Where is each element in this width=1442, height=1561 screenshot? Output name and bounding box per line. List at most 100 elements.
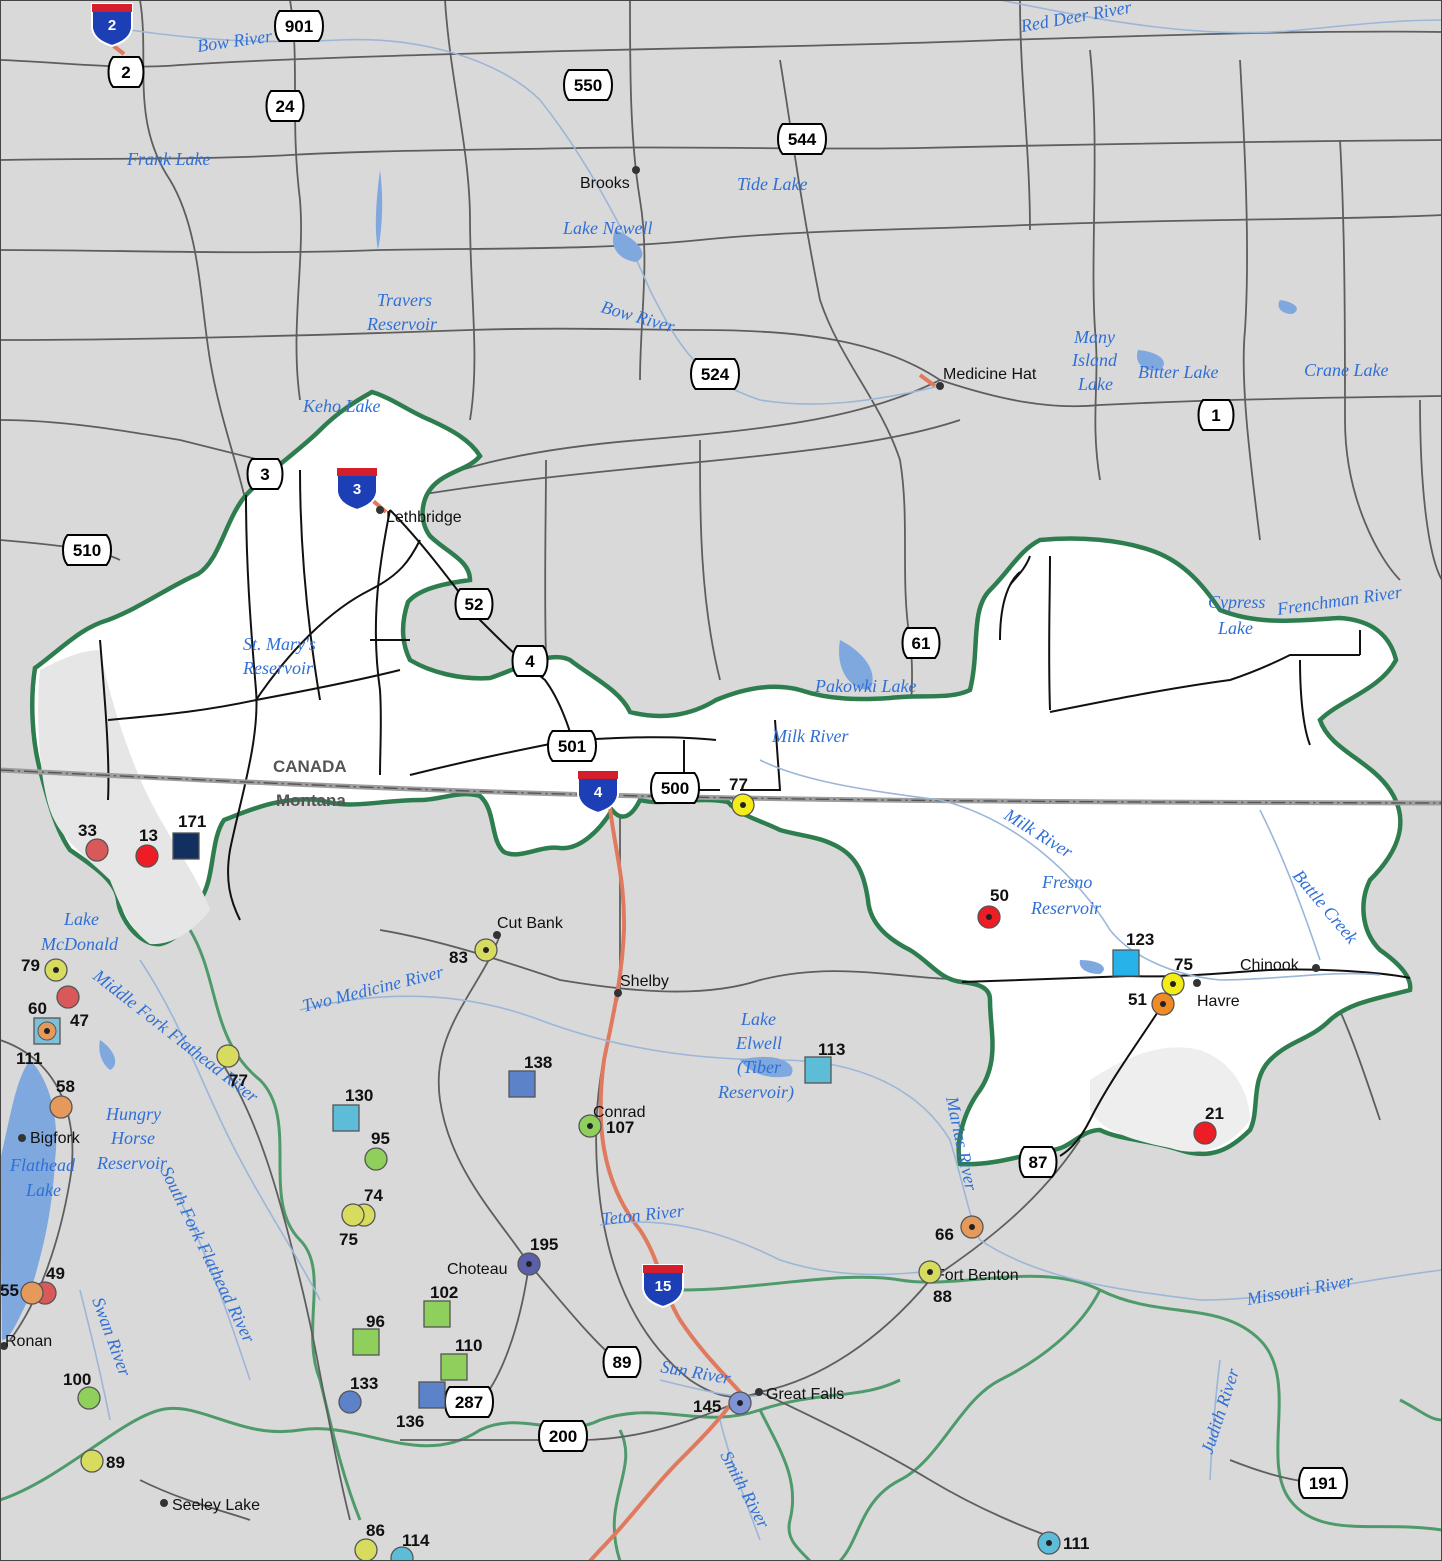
site-number: 55: [0, 1281, 19, 1300]
monitoring-site[interactable]: 21: [1193, 1104, 1224, 1145]
highway-shield[interactable]: 500: [650, 772, 700, 804]
site-number: 136: [396, 1412, 424, 1431]
water-label: McDonald: [40, 934, 119, 954]
monitoring-site[interactable]: 171: [172, 812, 206, 860]
monitoring-site[interactable]: 77: [729, 775, 755, 817]
highway-number: 87: [1029, 1153, 1048, 1172]
monitoring-site[interactable]: 47: [56, 985, 89, 1030]
interstate-shield[interactable]: 15: [642, 1264, 684, 1309]
monitoring-site[interactable]: 50: [977, 886, 1009, 929]
monitoring-site[interactable]: 123: [1112, 930, 1154, 977]
interstate-shield[interactable]: 2: [91, 3, 133, 48]
monitoring-site[interactable]: 66: [935, 1215, 984, 1244]
monitoring-site[interactable]: 55: [0, 1281, 44, 1305]
water-label: Flathead: [9, 1155, 76, 1175]
highway-shield[interactable]: 4: [511, 645, 549, 677]
site-square-marker: [508, 1070, 536, 1098]
monitoring-site[interactable]: 58: [49, 1077, 75, 1119]
monitoring-site[interactable]: 60: [28, 999, 61, 1045]
site-number: 86: [366, 1521, 385, 1540]
city-label[interactable]: Havre: [1197, 993, 1240, 1010]
highway-shield[interactable]: 524: [690, 358, 740, 390]
monitoring-site[interactable]: 83: [449, 938, 498, 967]
monitoring-site[interactable]: 89: [80, 1449, 125, 1473]
highway-shield[interactable]: 3: [246, 458, 284, 490]
interstate-shield[interactable]: 3: [336, 467, 378, 512]
monitoring-site[interactable]: 86: [354, 1521, 385, 1561]
highway-shield[interactable]: 550: [563, 69, 613, 101]
monitoring-site[interactable]: 136: [396, 1381, 446, 1431]
monitoring-site[interactable]: 75: [339, 1203, 365, 1249]
highway-shield[interactable]: 2: [107, 56, 145, 88]
highway-shield[interactable]: 52: [454, 588, 494, 620]
monitoring-site[interactable]: 133: [338, 1374, 378, 1414]
highway-shield[interactable]: 200: [538, 1420, 588, 1452]
interstate-shield[interactable]: 4: [577, 770, 619, 815]
monitoring-site[interactable]: 79: [21, 956, 68, 982]
city-label[interactable]: Cut Bank: [497, 915, 564, 932]
interstate-shield-body: [577, 770, 619, 815]
highway-shield[interactable]: 191: [1298, 1467, 1348, 1499]
monitoring-site[interactable]: 110: [440, 1336, 482, 1381]
highway-shield[interactable]: 24: [265, 90, 305, 122]
monitoring-site[interactable]: 111: [1037, 1531, 1090, 1555]
highway-shield[interactable]: 1: [1197, 399, 1235, 431]
monitoring-site[interactable]: 96: [352, 1312, 385, 1356]
highway-shield-body: [602, 1346, 642, 1378]
site-number: 100: [63, 1370, 91, 1389]
monitoring-site[interactable]: 113: [804, 1040, 845, 1084]
highway-number: 544: [788, 130, 817, 149]
interstate-shield-band: [337, 468, 377, 476]
monitoring-site[interactable]: 107: [578, 1114, 634, 1138]
city-label[interactable]: Seeley Lake: [172, 1497, 260, 1514]
monitoring-site[interactable]: 95: [364, 1129, 390, 1171]
city-label[interactable]: Fort Benton: [935, 1267, 1019, 1284]
monitoring-site[interactable]: 145: [693, 1391, 752, 1416]
highway-shield[interactable]: 510: [62, 534, 112, 566]
highway-shield[interactable]: 89: [602, 1346, 642, 1378]
interstate-shield-band: [92, 4, 132, 12]
monitoring-site[interactable]: 114: [390, 1531, 430, 1561]
city-label[interactable]: Ronan: [5, 1333, 52, 1350]
monitoring-site[interactable]: 102: [423, 1283, 458, 1328]
water-label: Pakowki Lake: [814, 676, 916, 696]
city-label[interactable]: Brooks: [580, 175, 630, 192]
monitoring-site[interactable]: 13: [135, 826, 159, 868]
highway-shield[interactable]: 87: [1018, 1146, 1058, 1178]
monitoring-site[interactable]: 75: [1161, 955, 1193, 996]
monitoring-site[interactable]: 100: [63, 1370, 101, 1410]
monitoring-site[interactable]: 77: [216, 1044, 248, 1090]
city-label[interactable]: Bigfork: [30, 1130, 81, 1147]
site-number: 130: [345, 1086, 373, 1105]
highway-shield[interactable]: 901: [274, 10, 324, 42]
city-dot: [0, 1342, 8, 1350]
highway-shield[interactable]: 61: [901, 627, 941, 659]
monitoring-site[interactable]: 33: [78, 821, 109, 862]
monitoring-site[interactable]: 51: [1128, 990, 1175, 1016]
city-label[interactable]: Conrad: [593, 1104, 645, 1121]
highway-shield[interactable]: 287: [444, 1386, 494, 1418]
city-label[interactable]: Chinook: [1240, 957, 1300, 974]
highway-shield[interactable]: 501: [547, 730, 597, 762]
water-label: Island: [1071, 350, 1118, 370]
monitoring-site[interactable]: 130: [332, 1086, 373, 1132]
highway-shield-body: [901, 627, 941, 659]
city-label[interactable]: Great Falls: [766, 1386, 844, 1403]
highway-shield[interactable]: 544: [777, 123, 827, 155]
monitoring-site[interactable]: 111: [16, 1049, 43, 1068]
site-circle-marker: [338, 1390, 362, 1414]
city-label[interactable]: Lethbridge: [386, 509, 462, 526]
site-number: 110: [455, 1336, 482, 1355]
monitoring-site[interactable]: 138: [508, 1053, 552, 1098]
highway-shield-body: [538, 1420, 588, 1452]
monitoring-site[interactable]: 195: [517, 1235, 558, 1276]
city-label[interactable]: Choteau: [447, 1261, 508, 1278]
site-number: 171: [178, 812, 206, 831]
city-label[interactable]: Medicine Hat: [943, 366, 1037, 383]
monitoring-site[interactable]: 88: [918, 1260, 952, 1306]
water-label: St. Mary's: [243, 634, 316, 654]
water-label: Bitter Lake: [1138, 362, 1218, 382]
city-label[interactable]: Shelby: [620, 973, 669, 990]
highway-shield-body: [650, 772, 700, 804]
